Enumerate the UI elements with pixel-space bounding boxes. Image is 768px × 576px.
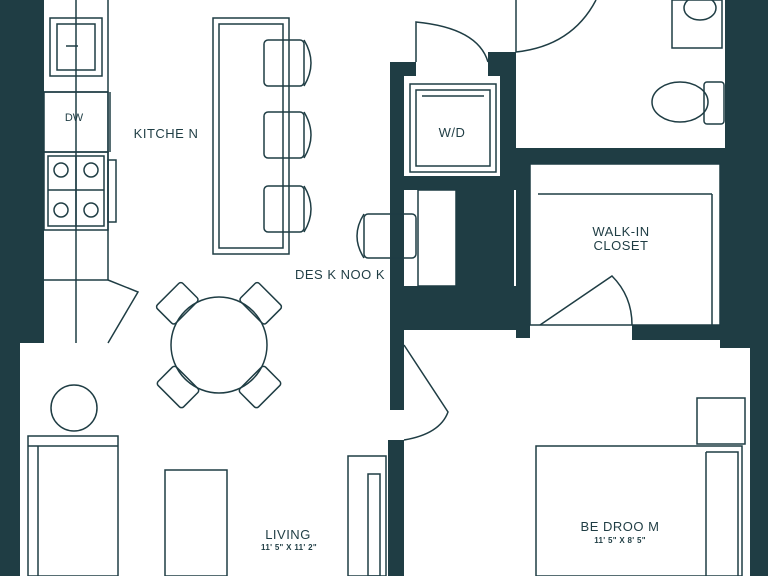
wall-laundry-top-left <box>390 62 416 76</box>
washer-dryer-inner <box>415 89 491 167</box>
bed-pillow <box>706 451 739 576</box>
toilet-bowl <box>651 81 709 123</box>
bedroom-label: BE DROO M <box>580 519 660 534</box>
dishwasher-label: DW <box>64 112 84 124</box>
wall-right-upper <box>725 0 768 160</box>
closet-door <box>539 275 633 326</box>
washer-dryer <box>409 83 497 173</box>
kitchen-label: KITCHE N <box>133 126 199 141</box>
laundry-door <box>415 21 489 63</box>
kitchen-island <box>212 17 290 255</box>
tv <box>367 473 381 576</box>
burner-4 <box>83 202 99 218</box>
kitchen-sink-basin <box>56 23 96 71</box>
desk-chair <box>363 213 417 259</box>
washer-dryer-label: W/D <box>438 125 466 140</box>
side-table <box>50 384 98 432</box>
burner-1 <box>53 162 69 178</box>
bedroom-dimensions: 11' 5" X 8' 5" <box>594 536 646 545</box>
desk-nook-label: DES K NOO K <box>294 267 386 282</box>
bath-vanity <box>671 0 723 49</box>
desk <box>417 189 457 287</box>
walk-in-closet-label-line1: WALK-IN <box>592 224 650 239</box>
wall-closet-right <box>720 148 750 348</box>
wall-laundry-right <box>500 52 516 190</box>
wall-bath-bottom <box>516 148 750 164</box>
living-room-dimensions: 11' 5" X 11' 2" <box>261 543 317 552</box>
bar-stool-2 <box>263 111 305 159</box>
walk-in-closet-label-line2: CLOSET <box>593 238 649 253</box>
media-console <box>347 455 387 576</box>
bar-stool-3 <box>263 185 305 233</box>
fixtures <box>27 0 746 576</box>
bar-stool-3-back <box>303 185 312 233</box>
wall-closet-bottom <box>632 325 750 340</box>
sofa <box>27 435 119 576</box>
wall-left-lower <box>0 343 20 576</box>
kitchen-counter-corner <box>107 279 140 344</box>
nightstand <box>696 397 746 445</box>
bath-sink <box>683 0 717 21</box>
desk-chair-back <box>356 213 365 259</box>
bed <box>535 445 743 576</box>
wall-left-upper <box>0 0 44 343</box>
dining-chair-sw <box>156 365 200 409</box>
bar-stool-2-back <box>303 111 312 159</box>
dining-table <box>170 296 268 394</box>
closet-interior <box>529 163 721 326</box>
dining-chair-nw <box>155 281 199 325</box>
stove-knobs <box>107 159 117 223</box>
kitchen-sink <box>49 17 103 77</box>
bar-stool-1 <box>263 39 305 87</box>
living-room-label: LIVING <box>265 527 311 542</box>
wall-bedroom-left <box>388 440 404 576</box>
wall-core-block <box>456 176 514 286</box>
toilet-tank <box>703 81 725 125</box>
kitchen-island-top <box>218 23 284 249</box>
dining-chair-ne <box>239 281 283 325</box>
burner-2 <box>83 162 99 178</box>
dining-chair-se <box>238 365 282 409</box>
burner-3 <box>53 202 69 218</box>
bath-door-swing <box>515 0 597 53</box>
wall-center-vertical <box>390 62 404 410</box>
wall-closet-left <box>516 148 530 338</box>
wall-core-lower <box>390 286 530 330</box>
bar-stool-1-back <box>303 39 312 87</box>
coffee-table <box>164 469 228 576</box>
bedroom-door <box>403 344 449 441</box>
wall-right-lower <box>750 160 768 576</box>
